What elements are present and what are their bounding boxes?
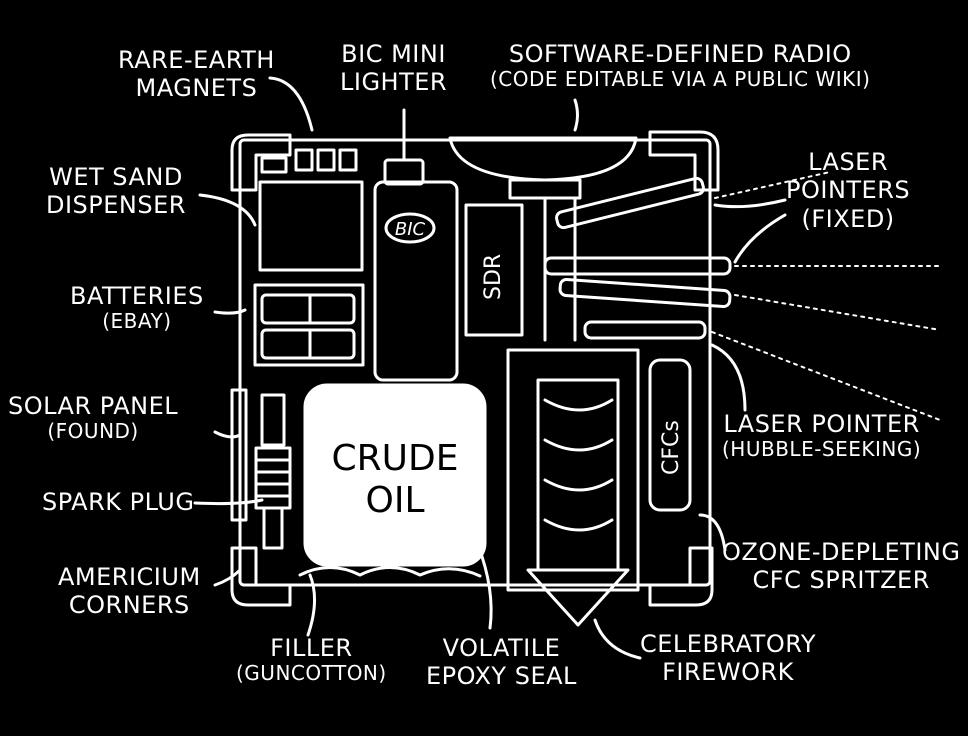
label-celebratory-firework: CELEBRATORY FIREWORK (640, 630, 816, 687)
label-line: OZONE-DEPLETING (722, 538, 961, 566)
label-line: BATTERIES (70, 282, 204, 310)
wet-sand-dispenser (258, 180, 364, 272)
bic-logo-text: BIC (395, 219, 426, 240)
corner-bottom-right (648, 546, 714, 607)
epoxy-seal (466, 388, 481, 557)
label-spark-plug: SPARK PLUG (42, 488, 194, 516)
label-batteries: BATTERIES (EBAY) (70, 282, 204, 334)
label-line: FILLER (270, 634, 353, 662)
laser-beams (711, 171, 941, 421)
label-line: SOFTWARE-DEFINED RADIO (508, 40, 852, 68)
label-software-defined-radio: SOFTWARE-DEFINED RADIO (CODE EDITABLE VI… (490, 40, 870, 92)
label-line: MAGNETS (135, 74, 258, 103)
label-line: POINTERS (786, 176, 911, 205)
label-line: AMERICIUM (58, 563, 201, 591)
laser-pointer-hubble (583, 320, 707, 340)
label-line: BIC MINI (341, 40, 446, 68)
solar-panel (230, 388, 248, 522)
corner-bottom-left (230, 546, 292, 607)
label-line: CFC SPRITZER (752, 566, 930, 595)
crude-oil-label-1: CRUDE (332, 438, 459, 479)
label-americium-corners: AMERICIUM CORNERS (58, 563, 201, 620)
label-line: (EBAY) (102, 309, 172, 334)
device-frame (238, 138, 712, 587)
label-line: CORNERS (68, 591, 190, 620)
label-line: RARE-EARTH (118, 46, 275, 74)
label-line: LASER (808, 148, 889, 176)
label-line: SOLAR PANEL (8, 392, 179, 420)
sdr-text: SDR (481, 254, 506, 300)
label-line: CELEBRATORY (640, 630, 817, 658)
rare-earth-magnets (260, 148, 358, 174)
label-line: WET SAND (49, 163, 183, 191)
label-line: (FOUND) (47, 419, 139, 444)
label-line: (CODE EDITABLE VIA A PUBLIC WIKI) (490, 67, 871, 92)
label-laser-pointer-hubble: LASER POINTER (HUBBLE-SEEKING) (722, 410, 921, 462)
spark-plug (254, 393, 292, 550)
label-line: (GUNCOTTON) (236, 661, 387, 686)
label-line: VOLATILE (442, 634, 561, 662)
cfc-text: CFCs (659, 420, 684, 475)
label-laser-pointers-fixed: LASER POINTERS (FIXED) (786, 148, 910, 233)
laser-pointers-fixed (543, 176, 732, 309)
label-line: (HUBBLE-SEEKING) (722, 437, 922, 462)
cfc-spritzer (648, 358, 692, 512)
filler-guncotton (298, 566, 482, 578)
label-line: FIREWORK (662, 658, 794, 687)
label-line: EPOXY SEAL (426, 662, 577, 691)
label-line: DISPENSER (46, 191, 186, 220)
label-volatile-epoxy-seal: VOLATILE EPOXY SEAL (426, 634, 577, 691)
label-bic-lighter: BIC MINI LIGHTER (340, 40, 447, 97)
label-rare-earth-magnets: RARE-EARTH MAGNETS (118, 46, 275, 103)
label-ozone-depleting-cfc: OZONE-DEPLETING CFC SPRITZER (722, 538, 960, 595)
label-line: LIGHTER (340, 68, 448, 97)
corner-top-left (230, 133, 292, 192)
label-solar-panel: SOLAR PANEL (FOUND) (8, 392, 178, 444)
radio-dish (448, 136, 638, 342)
label-wet-sand-dispenser: WET SAND DISPENSER (46, 163, 186, 220)
label-line: LASER POINTER (723, 410, 920, 438)
label-line: SPARK PLUG (42, 488, 195, 516)
bic-lighter (373, 138, 459, 382)
label-filler-guncotton: FILLER (GUNCOTTON) (236, 634, 387, 686)
crude-oil-label-2: OIL (365, 480, 424, 521)
label-line: (FIXED) (801, 204, 895, 233)
crude-oil-tank (303, 383, 487, 567)
celebratory-firework (506, 348, 640, 627)
sdr-box (464, 203, 524, 337)
batteries (253, 283, 365, 367)
leader-lines (193, 76, 787, 660)
